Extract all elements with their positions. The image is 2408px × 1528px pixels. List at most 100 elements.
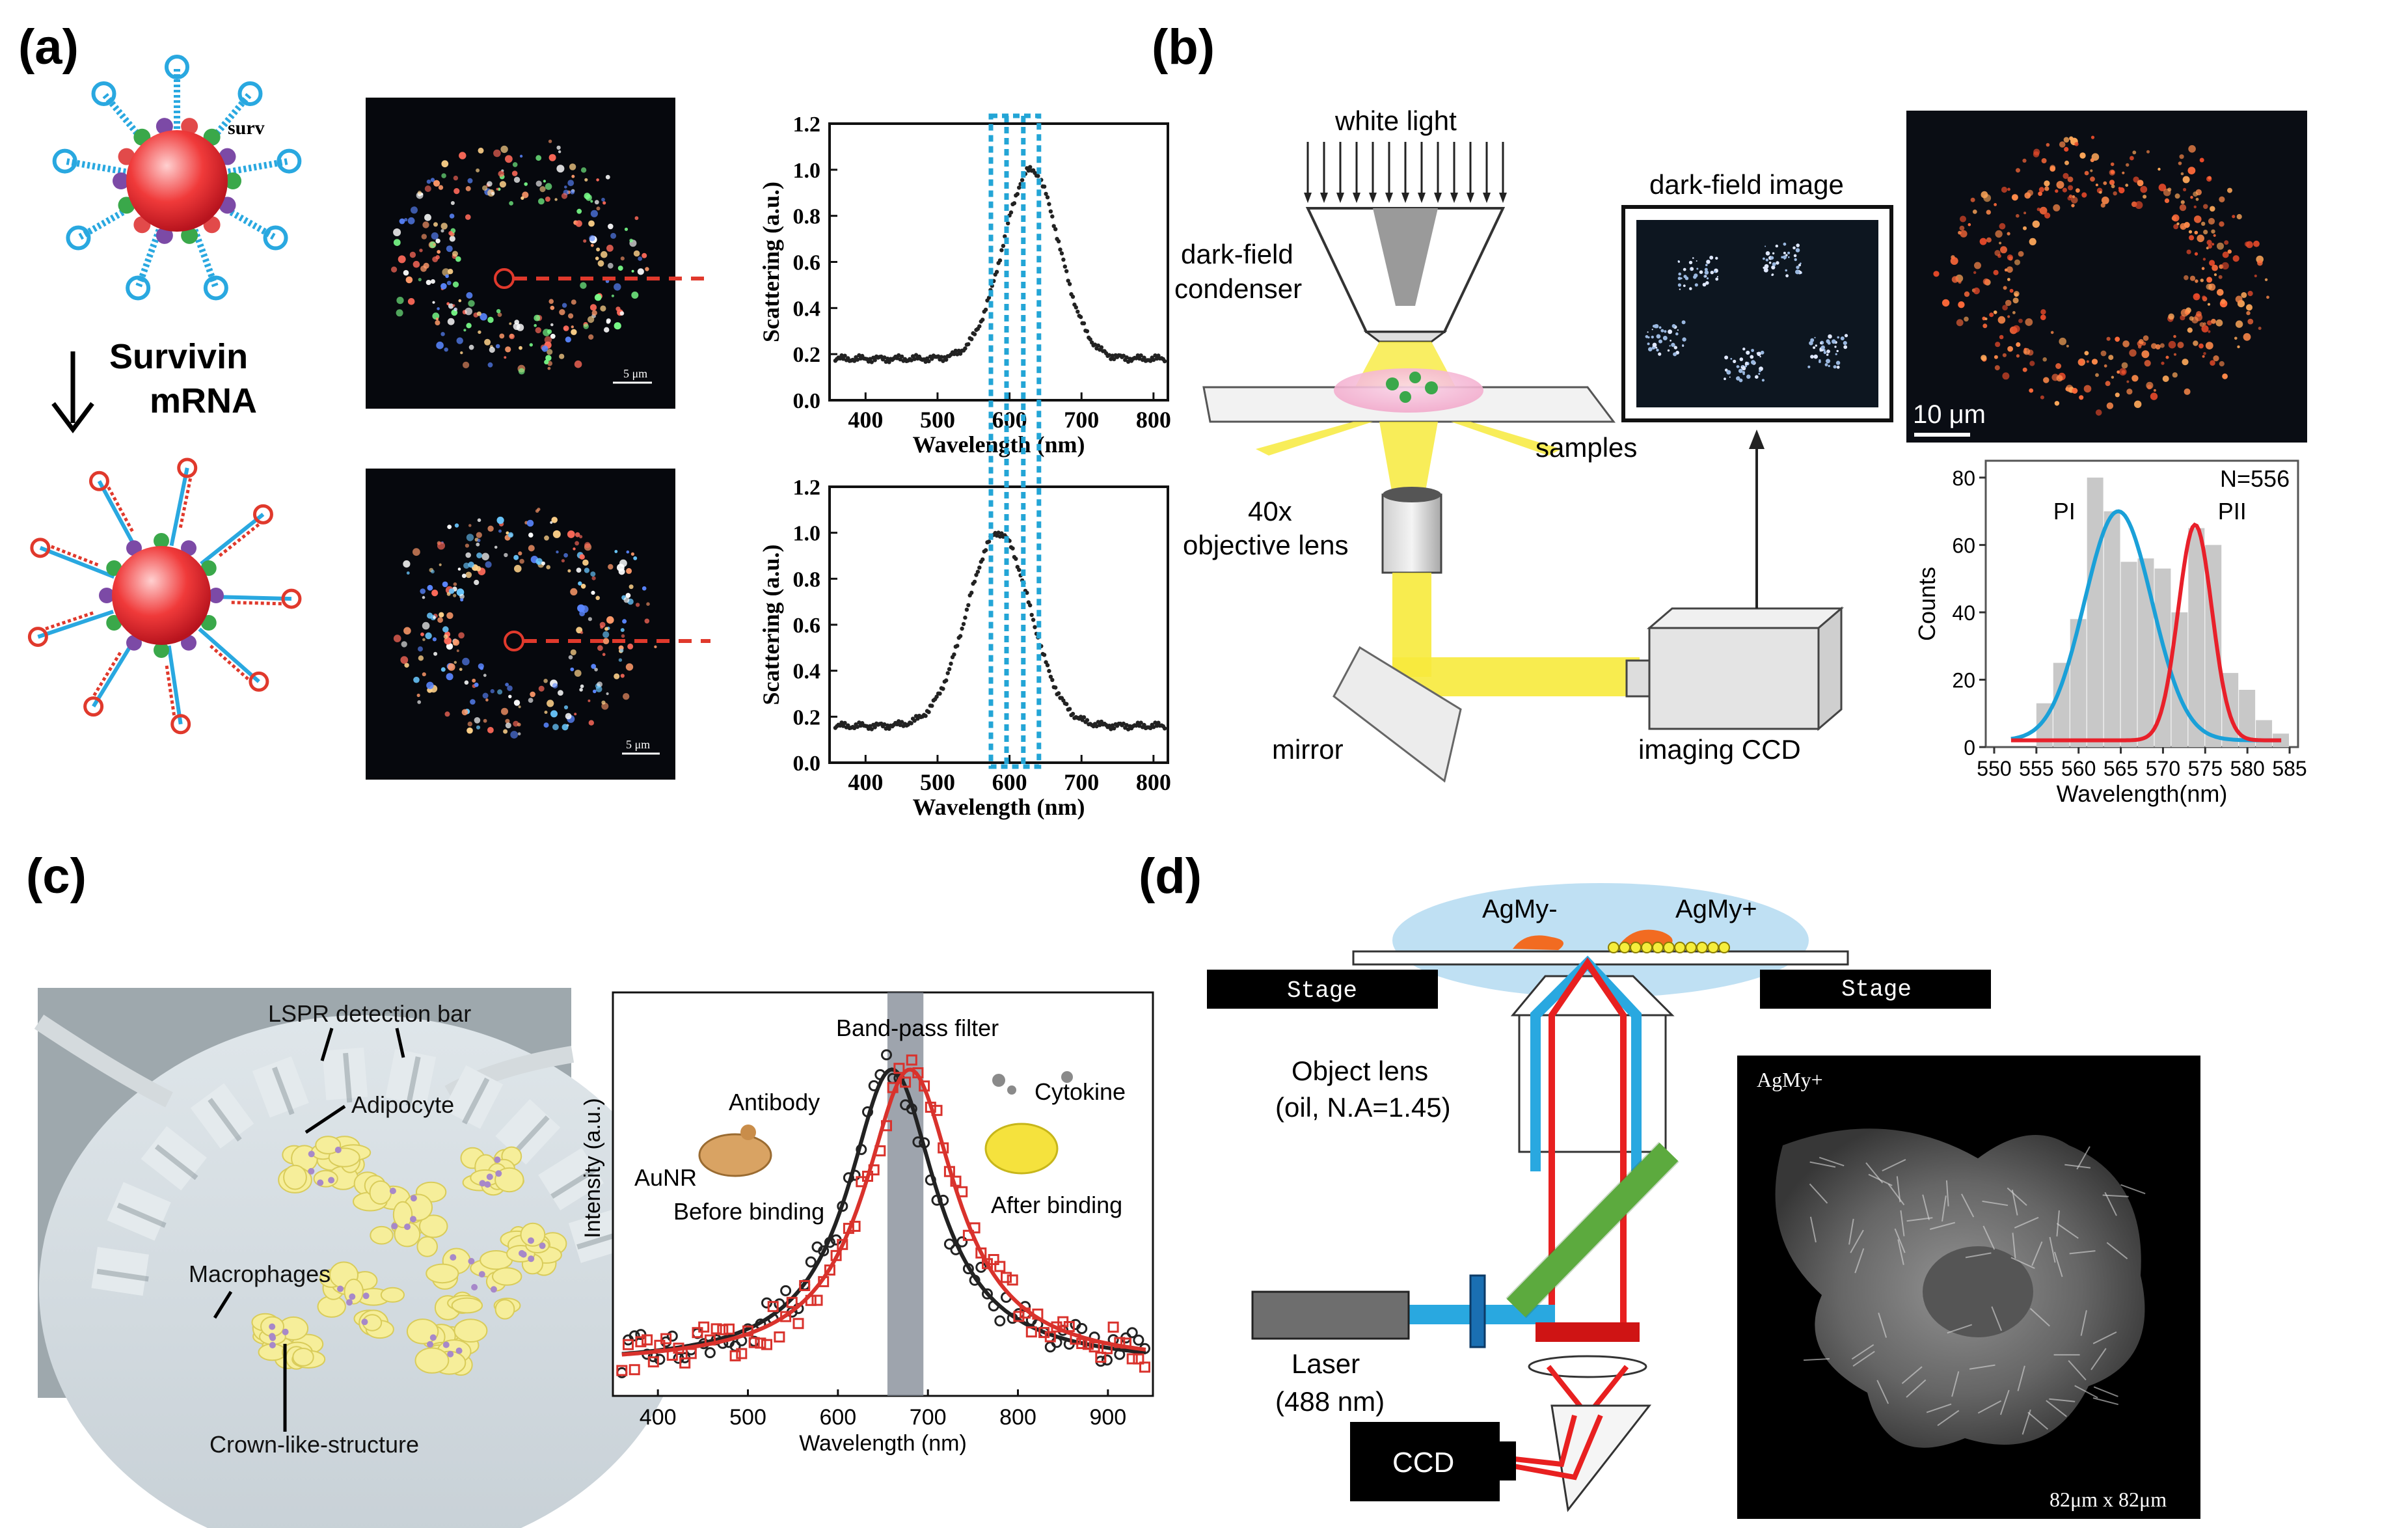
nanoparticle-spot xyxy=(2090,135,2095,139)
nanoparticle-spot xyxy=(580,167,587,173)
objective-label-1: 40x xyxy=(1248,496,1292,526)
nanoparticle-spot xyxy=(417,191,422,195)
bandpass-label: Band-pass filter xyxy=(836,1015,999,1041)
nanoparticle-spot xyxy=(465,214,471,220)
nanoparticle-spot xyxy=(505,718,510,724)
nanoparticle-spot xyxy=(590,210,599,217)
surface-molecule xyxy=(156,226,173,244)
actin-fiber xyxy=(1854,1248,1865,1274)
laser-label-1: Laser xyxy=(1292,1348,1360,1379)
nanoparticle-spot xyxy=(511,171,518,176)
data-point xyxy=(1017,185,1021,190)
data-point xyxy=(955,352,960,357)
nanoparticle-spot xyxy=(487,727,494,733)
nanoparticle-spot xyxy=(2254,274,2257,278)
data-point xyxy=(855,724,860,730)
nanoparticle-spot xyxy=(2076,188,2080,193)
data-point xyxy=(1013,1311,1025,1322)
y-tick-label: 0.2 xyxy=(793,705,821,730)
data-point xyxy=(884,726,888,731)
data-point xyxy=(647,1356,659,1368)
panel-c-label: (c) xyxy=(26,849,87,904)
cell-spot xyxy=(1704,267,1708,271)
light-ray-head xyxy=(1418,193,1426,203)
cell-spot xyxy=(1742,372,1745,375)
nanoparticle-spot xyxy=(626,550,630,554)
data-point xyxy=(843,720,847,726)
data-point xyxy=(1012,201,1017,206)
nanoparticle-spot xyxy=(552,724,559,731)
nanoparticle-spot xyxy=(433,222,438,227)
nanoparticle-spot xyxy=(2012,325,2020,333)
adipocyte-cell xyxy=(392,1201,413,1229)
nanoparticle-spot xyxy=(550,521,553,525)
nanoparticle-spot xyxy=(1981,355,1987,361)
nanoparticle-spot xyxy=(2180,172,2184,176)
nanoparticle-spot xyxy=(575,532,580,538)
nanoparticle-spot xyxy=(584,193,591,200)
silver-nanoparticle xyxy=(1718,942,1730,953)
cell-spot xyxy=(1677,283,1681,287)
actin-fiber xyxy=(1961,1194,1975,1218)
fit-curve xyxy=(621,1067,1146,1357)
data-point xyxy=(852,359,857,363)
nanoparticle-spot xyxy=(417,700,422,704)
nanoparticle-spot xyxy=(594,293,602,301)
bound-mrna xyxy=(231,601,285,606)
nanoparticle-spot xyxy=(509,322,512,325)
data-point xyxy=(930,357,934,361)
nanoparticle-spot xyxy=(2168,340,2176,349)
nanoparticle-spot xyxy=(1989,312,1994,318)
y-tick-label: 0.6 xyxy=(793,251,821,275)
data-point xyxy=(981,557,985,562)
nanoparticle-spot xyxy=(2135,201,2143,210)
data-point xyxy=(1007,1274,1018,1286)
nanoparticle-spot xyxy=(654,645,657,649)
nanoparticle-spot xyxy=(472,678,476,683)
nanoparticle-spot xyxy=(2189,316,2194,321)
actin-fiber xyxy=(2046,1400,2067,1417)
y-tick-label: 0.8 xyxy=(793,567,821,592)
nanoparticle-spot xyxy=(2197,234,2204,243)
data-point xyxy=(616,1365,628,1376)
cell-spot xyxy=(1657,326,1658,328)
nanoparticle-spot xyxy=(498,529,502,533)
nanoparticle-spot xyxy=(413,548,420,556)
data-point xyxy=(717,1324,729,1335)
nanoparticle-spot xyxy=(1986,210,1991,215)
panel-a-label: (a) xyxy=(18,20,79,75)
nanoparticle-spot xyxy=(440,229,444,233)
actin-fiber xyxy=(2092,1331,2117,1344)
nanoparticle-spot xyxy=(458,632,465,639)
nanoparticle-spot xyxy=(614,550,618,553)
macrophage xyxy=(539,1242,546,1249)
cell-spot xyxy=(1692,257,1694,259)
nanoparticle-spot xyxy=(547,366,551,370)
nanoparticle-spot xyxy=(509,333,514,338)
y-tick-label: 1.2 xyxy=(793,113,821,137)
nanoparticle-spot xyxy=(2067,176,2074,182)
data-point xyxy=(997,258,1003,263)
data-point xyxy=(873,358,877,362)
adipocyte-cell xyxy=(380,1287,405,1303)
fluorophore xyxy=(83,696,104,717)
nanoparticle-spot xyxy=(407,217,415,225)
cell-spot xyxy=(1679,288,1681,290)
gold-nanoparticle xyxy=(126,130,228,232)
nanoparticle-spot xyxy=(497,689,503,695)
light-ray-head xyxy=(1353,193,1360,203)
cell-spot xyxy=(1677,260,1680,263)
nanoparticle-spot xyxy=(2110,170,2115,174)
nanoparticle-spot xyxy=(561,303,567,308)
nanoparticle-spot xyxy=(570,649,576,656)
nanoparticle-spot xyxy=(2202,355,2205,358)
nanoparticle-spot xyxy=(644,618,650,624)
open-strand xyxy=(39,546,115,579)
nanoparticle-spot xyxy=(2212,243,2215,246)
reaction-arrowhead xyxy=(51,402,94,433)
data-point xyxy=(1126,727,1131,731)
nanoparticle-spot xyxy=(559,309,565,316)
nanoparticle-spot xyxy=(2205,342,2213,349)
nanoparticle-spot xyxy=(2044,180,2050,187)
data-point xyxy=(1025,590,1029,595)
